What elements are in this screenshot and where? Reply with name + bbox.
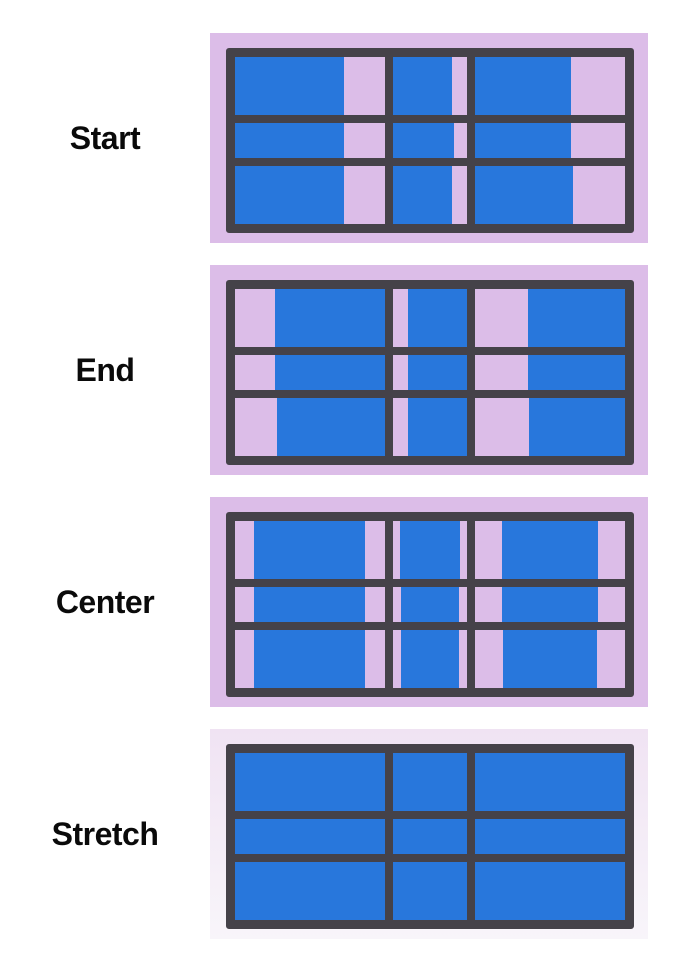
grid-container-start xyxy=(210,33,648,243)
section-end: End xyxy=(0,265,690,475)
grid-item xyxy=(400,629,460,688)
section-stretch: Stretch xyxy=(0,729,690,939)
grid-item xyxy=(392,57,453,116)
grid-item xyxy=(527,289,625,348)
grid-item xyxy=(527,355,625,390)
grid-item xyxy=(407,355,468,390)
grid-stretch xyxy=(226,744,634,929)
grid-cell xyxy=(475,165,625,224)
section-center: Center xyxy=(0,497,690,707)
grid-cell xyxy=(475,629,625,688)
grid-cell xyxy=(235,355,385,390)
grid-cell xyxy=(392,397,468,456)
grid-cell xyxy=(235,753,385,812)
grid-item xyxy=(275,355,385,390)
grid-item xyxy=(235,165,345,224)
section-start: Start xyxy=(0,33,690,243)
grid-center xyxy=(226,512,634,697)
grid-cell xyxy=(392,587,468,622)
grid-cell xyxy=(235,57,385,116)
grid-item xyxy=(475,753,625,812)
grid-item xyxy=(392,165,452,224)
label-column: Start xyxy=(0,33,210,243)
grid-item xyxy=(475,57,572,116)
grid-container-stretch xyxy=(210,729,648,939)
grid-item xyxy=(235,123,345,158)
grid-item xyxy=(407,289,468,348)
grid-cell xyxy=(475,123,625,158)
grid-cell xyxy=(235,123,385,158)
grid-cell xyxy=(235,629,385,688)
grid-cell xyxy=(475,587,625,622)
grid-item xyxy=(235,57,345,116)
grid-cell xyxy=(235,819,385,854)
alignment-label-end: End xyxy=(75,351,135,388)
grid-cell xyxy=(392,819,468,854)
grid-item xyxy=(475,861,625,920)
label-column: Stretch xyxy=(0,729,210,939)
grid-item xyxy=(529,397,625,456)
grid-item xyxy=(400,587,460,622)
label-column: Center xyxy=(0,497,210,707)
grid-cell xyxy=(392,165,468,224)
grid-cell xyxy=(235,289,385,348)
grid-cell xyxy=(392,629,468,688)
grid-cell xyxy=(475,397,625,456)
grid-cell xyxy=(475,355,625,390)
grid-cell xyxy=(392,289,468,348)
grid-item xyxy=(400,521,460,580)
alignment-label-stretch: Stretch xyxy=(51,815,159,852)
grid-item xyxy=(392,753,468,812)
grid-cell xyxy=(475,289,625,348)
grid-container-center xyxy=(210,497,648,707)
grid-cell xyxy=(392,123,468,158)
grid-item xyxy=(475,123,572,158)
grid-item xyxy=(503,629,598,688)
grid-cell xyxy=(392,861,468,920)
grid-cell xyxy=(235,397,385,456)
grid-item xyxy=(235,861,385,920)
grid-item xyxy=(392,123,454,158)
grid-cell xyxy=(475,521,625,580)
grid-cell xyxy=(475,861,625,920)
grid-cell xyxy=(392,521,468,580)
grid-item xyxy=(235,753,385,812)
alignment-label-start: Start xyxy=(69,119,141,156)
grid-item xyxy=(235,819,385,854)
grid-container-end xyxy=(210,265,648,475)
grid-item xyxy=(475,819,625,854)
grid-item xyxy=(254,521,366,580)
alignment-label-center: Center xyxy=(55,583,155,620)
grid-item xyxy=(392,819,468,854)
grid-item xyxy=(475,165,573,224)
grid-end xyxy=(226,280,634,465)
grid-item xyxy=(502,521,599,580)
grid-cell xyxy=(475,57,625,116)
grid-cell xyxy=(392,753,468,812)
grid-cell xyxy=(235,861,385,920)
grid-item xyxy=(408,397,468,456)
grid-item xyxy=(254,629,366,688)
grid-cell xyxy=(475,819,625,854)
grid-cell xyxy=(392,355,468,390)
grid-item xyxy=(276,397,385,456)
grid-item xyxy=(254,587,366,622)
grid-cell xyxy=(235,165,385,224)
grid-cell xyxy=(392,57,468,116)
grid-start xyxy=(226,48,634,233)
grid-cell xyxy=(235,521,385,580)
label-column: End xyxy=(0,265,210,475)
grid-item xyxy=(392,861,468,920)
grid-item xyxy=(502,587,599,622)
grid-item xyxy=(275,289,385,348)
grid-cell xyxy=(235,587,385,622)
grid-cell xyxy=(475,753,625,812)
